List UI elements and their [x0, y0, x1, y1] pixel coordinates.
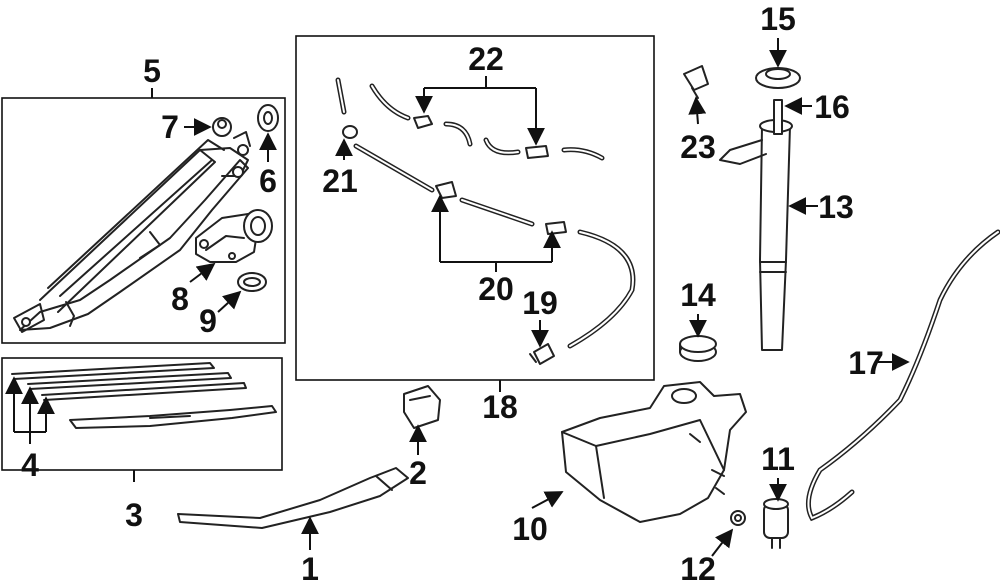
callout-11: 11	[761, 441, 795, 477]
callout-9: 9	[199, 303, 217, 339]
level-sensor-rod	[773, 99, 783, 135]
wiper-arm	[177, 467, 409, 529]
wiper-blade-refills	[11, 362, 277, 429]
washer-pump	[763, 498, 789, 549]
callout-18: 18	[482, 389, 518, 425]
grommet-6	[257, 104, 279, 132]
washer-hose-17	[805, 229, 1000, 522]
callout-12: 12	[680, 551, 716, 584]
check-valve-19	[529, 343, 555, 365]
clip-21	[342, 125, 358, 139]
callout-4: 4	[21, 447, 39, 483]
washer-hoses	[335, 77, 636, 349]
callout-14: 14	[680, 277, 716, 313]
callout-3: 3	[125, 497, 143, 533]
callout-19: 19	[522, 285, 558, 321]
motor-bushing-9	[237, 272, 267, 292]
callout-20: 20	[478, 271, 514, 307]
callout-13: 13	[818, 189, 854, 225]
filler-neck	[719, 119, 793, 351]
wiper-linkage	[13, 131, 251, 333]
washer-hose-box	[295, 35, 655, 392]
hose-joint-22a	[413, 115, 433, 129]
leader-lines	[4, 38, 910, 557]
washer-tank	[561, 381, 747, 523]
callout-15: 15	[760, 1, 796, 37]
callout-23: 23	[680, 129, 716, 165]
pivot-nut-7	[212, 117, 232, 137]
hose-joint-20b	[545, 221, 567, 235]
callout-8: 8	[171, 281, 189, 317]
pump-grommet	[730, 510, 746, 526]
hose-joint-20a	[435, 181, 457, 199]
callout-21: 21	[322, 163, 358, 199]
callout-7: 7	[161, 109, 179, 145]
filler-cap	[755, 67, 801, 89]
callout-2: 2	[409, 455, 427, 491]
wiper-motor	[195, 209, 273, 263]
wiper-blades-box	[1, 357, 283, 482]
callout-16: 16	[814, 89, 850, 125]
hose-joint-22b	[525, 145, 549, 159]
callout-17: 17	[848, 345, 884, 381]
callout-10: 10	[512, 511, 548, 547]
callout-5: 5	[143, 53, 161, 89]
callout-6: 6	[259, 163, 277, 199]
bracket-23	[683, 65, 709, 99]
linkage-motor-box	[1, 88, 286, 344]
arm-cap	[403, 385, 441, 429]
tank-cap	[679, 335, 717, 362]
callout-1: 1	[301, 551, 319, 584]
callout-22: 22	[468, 41, 504, 77]
